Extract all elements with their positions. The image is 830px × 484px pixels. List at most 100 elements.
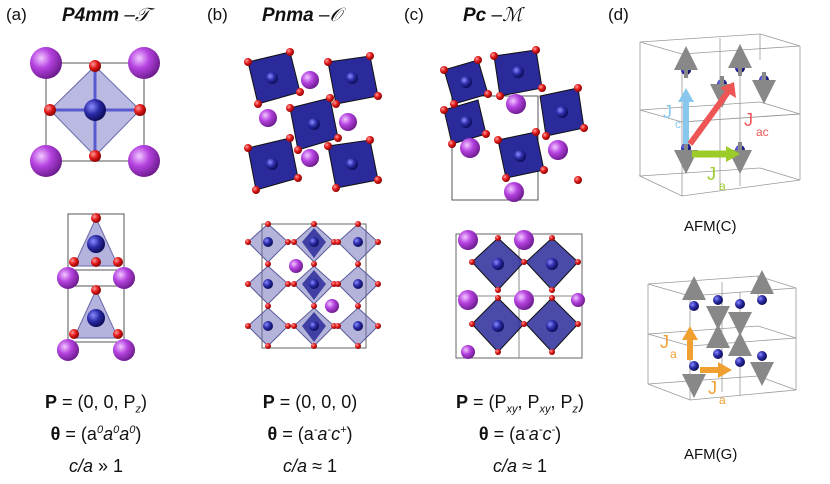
oxygen-atom bbox=[89, 150, 101, 162]
theta-close: ) bbox=[555, 424, 562, 444]
theta-symbol: θ bbox=[478, 424, 489, 444]
ratio-label: c/a bbox=[283, 456, 308, 476]
panel-a-tilt: θ = (a0a0a0) bbox=[28, 424, 164, 445]
theta-part: a bbox=[317, 424, 328, 444]
theta-sup: - bbox=[538, 424, 543, 436]
a-site-atom bbox=[30, 47, 62, 79]
ratio-relation: » 1 bbox=[98, 456, 124, 476]
jac-label: J bbox=[744, 110, 753, 130]
panel-c-ratio: c/a ≈ 1 bbox=[450, 456, 590, 477]
polarization-subscript: xy bbox=[506, 403, 518, 416]
panel-a-top-structure bbox=[30, 47, 160, 177]
jac-arrow bbox=[687, 90, 731, 146]
panel-b-tilt: θ = (a-a-c+) bbox=[242, 424, 378, 445]
polarization-subscript: xy bbox=[539, 403, 551, 416]
theta-value: = (a bbox=[282, 424, 314, 444]
jg-a2-sub-label: a bbox=[719, 393, 726, 407]
ratio-relation: ≈ 1 bbox=[522, 456, 547, 476]
panel-b-ratio: c/a ≈ 1 bbox=[242, 456, 378, 477]
ja-orange-vertical-arrowhead bbox=[682, 326, 698, 340]
polarization-subscript: z bbox=[572, 403, 579, 416]
theta-part: a bbox=[103, 424, 114, 444]
panel-c-title: Pc –ℳ bbox=[463, 4, 522, 27]
ja-green-arrowhead bbox=[726, 146, 740, 162]
panel-b-label: (b) bbox=[207, 5, 228, 24]
ratio-label: c/a bbox=[68, 456, 93, 476]
polarization-symbol: P bbox=[455, 392, 468, 412]
b-site-atom bbox=[84, 99, 106, 121]
polarization-symbol: P bbox=[44, 392, 57, 412]
theta-value: = (a bbox=[65, 424, 97, 444]
theta-part: c bbox=[542, 424, 552, 444]
panel-b-polarization: P = (0, 0, 0) bbox=[242, 392, 378, 413]
theta-value: = (a bbox=[493, 424, 526, 444]
jac-arrowhead bbox=[720, 82, 736, 98]
panel-c-label: (c) bbox=[404, 5, 424, 24]
a-site-atom bbox=[128, 47, 160, 79]
afm-c-caption: AFM(C) bbox=[684, 218, 737, 235]
polarization-close: ) bbox=[141, 392, 148, 412]
jac-sub-label: ac bbox=[756, 125, 769, 139]
theta-sup: + bbox=[340, 424, 347, 436]
panel-b-dash: – bbox=[319, 5, 330, 26]
polarization-value: = (0, 0, 0) bbox=[279, 392, 358, 412]
polarization-close: ) bbox=[578, 392, 585, 412]
theta-symbol: θ bbox=[50, 424, 61, 444]
polarization-symbol: P bbox=[262, 392, 275, 412]
theta-sup: - bbox=[525, 424, 529, 436]
a-site-atom bbox=[30, 145, 62, 177]
polarization-value: = (P bbox=[472, 392, 507, 412]
theta-part: c bbox=[331, 424, 341, 444]
oxygen-atom bbox=[134, 104, 146, 116]
jc-sub-label: c bbox=[675, 117, 681, 131]
panel-a-phase-symbol: 𝒯 bbox=[134, 4, 150, 26]
panel-a-bottom-structure bbox=[57, 213, 135, 361]
theta-sup: - bbox=[327, 424, 332, 436]
panel-d-label: (d) bbox=[608, 5, 629, 24]
theta-part: a bbox=[119, 424, 130, 444]
panel-b-bottom-structure bbox=[245, 221, 381, 349]
panel-b-phase-symbol: 𝒪 bbox=[329, 4, 342, 26]
ja-orange-horizontal-arrowhead bbox=[718, 362, 732, 378]
panel-c-top-structure bbox=[440, 46, 588, 202]
ratio-label: c/a bbox=[493, 456, 518, 476]
panel-c-phase-symbol: ℳ bbox=[502, 4, 523, 26]
ratio-relation: ≈ 1 bbox=[312, 456, 337, 476]
panel-d-afm-g-lattice bbox=[647, 275, 797, 401]
theta-close: ) bbox=[346, 424, 353, 444]
panel-a-ratio: c/a » 1 bbox=[28, 456, 164, 477]
panel-c-bottom-structure bbox=[455, 230, 585, 359]
a-site-atom bbox=[128, 145, 160, 177]
polarization-value: , P bbox=[550, 392, 573, 412]
panel-a-polarization: P = (0, 0, Pz) bbox=[28, 392, 164, 416]
polarization-subscript: z bbox=[135, 403, 142, 416]
jc-label: J bbox=[663, 102, 672, 122]
theta-sup: 0 bbox=[96, 424, 104, 436]
panel-b-space-group: Pnma bbox=[262, 5, 314, 26]
panel-d-afm-c-spins bbox=[674, 44, 776, 174]
panel-b-title: Pnma –𝒪 bbox=[262, 4, 342, 27]
jg-a1-sub-label: a bbox=[670, 347, 677, 361]
panel-c-tilt: θ = (a-a-c-) bbox=[450, 424, 590, 445]
oxygen-atom bbox=[89, 60, 101, 72]
polarization-value: = (0, 0, P bbox=[61, 392, 136, 412]
jg-a1-label: J bbox=[660, 332, 669, 352]
polarization-value: , P bbox=[517, 392, 540, 412]
theta-sup: - bbox=[313, 424, 318, 436]
panel-a-dash: – bbox=[124, 5, 135, 26]
jg-a2-label: J bbox=[708, 378, 717, 398]
theta-sup: 0 bbox=[113, 424, 120, 436]
panel-d-afm-c-lattice bbox=[638, 33, 801, 197]
panel-b-top-structure bbox=[244, 48, 382, 194]
theta-close: ) bbox=[135, 424, 142, 444]
theta-symbol: θ bbox=[267, 424, 278, 444]
panel-d-afm-g-spins bbox=[682, 270, 774, 398]
afm-g-caption: AFM(G) bbox=[684, 446, 738, 463]
ja-green-label: J bbox=[707, 164, 716, 184]
jc-arrowhead bbox=[678, 88, 694, 102]
panel-a-space-group: P4mm bbox=[62, 5, 120, 26]
panel-a-title: P4mm –𝒯 bbox=[62, 4, 149, 27]
theta-sup: - bbox=[551, 424, 556, 436]
theta-part: a bbox=[528, 424, 539, 444]
